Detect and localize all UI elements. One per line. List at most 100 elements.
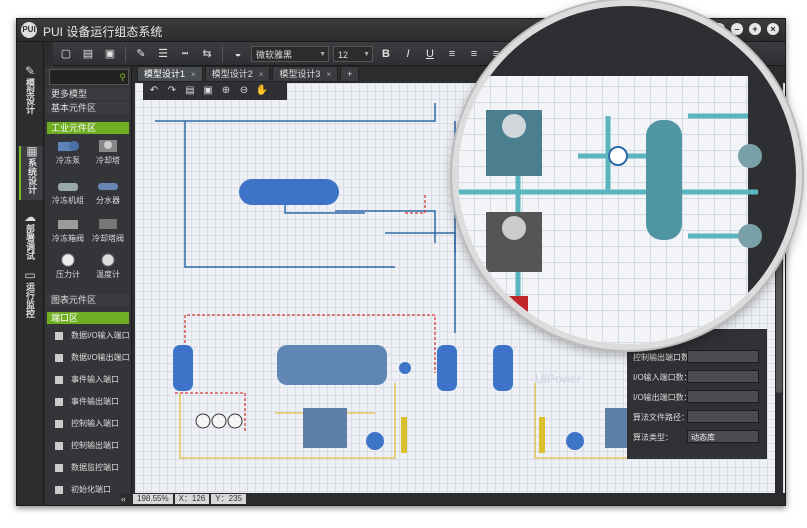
- section-more-models[interactable]: 更多模型: [47, 88, 129, 100]
- port-control-input[interactable]: 控制输入端口: [55, 418, 119, 429]
- redo-icon[interactable]: ↷: [167, 85, 177, 96]
- port-icon: [55, 419, 63, 428]
- port-icon: [55, 331, 63, 340]
- component-water-distributor[interactable]: 分水器: [91, 178, 125, 206]
- gauge-icon: [227, 413, 243, 429]
- tab-model-design-1[interactable]: 模型设计1 ×: [137, 66, 203, 82]
- close-icon[interactable]: ×: [191, 70, 196, 79]
- blue-pipes: [155, 103, 456, 333]
- component-cooling-tower[interactable]: 冷却塔: [91, 138, 125, 166]
- port-control-output[interactable]: 控制输出端口: [55, 440, 119, 451]
- sidebar-item-model-design[interactable]: ✎ 模型设计: [19, 64, 41, 118]
- sidebar-item-label: 模型设计: [25, 78, 35, 114]
- prop-select[interactable]: 动态库: [687, 430, 759, 443]
- vertical-tank: [173, 345, 193, 391]
- paste-icon[interactable]: ▣: [203, 85, 213, 96]
- prop-input[interactable]: [687, 390, 759, 403]
- align-left-icon[interactable]: ≡: [448, 47, 456, 60]
- close-icon[interactable]: ×: [258, 70, 264, 79]
- line-weight-icon[interactable]: ☰: [158, 47, 168, 60]
- component-chilled-valve[interactable]: 冷冻箱阀: [51, 216, 85, 244]
- close-icon[interactable]: ×: [326, 70, 332, 79]
- tab-label: 模型设计1: [144, 69, 186, 79]
- new-file-icon[interactable]: ▢: [60, 47, 72, 60]
- prop-label: 算法文件路径：: [633, 413, 689, 422]
- zoom-out-icon[interactable]: ⊖: [239, 85, 249, 96]
- font-family-value: 微软雅黑: [256, 49, 293, 60]
- app-logo: PUI: [21, 22, 37, 38]
- collapse-panel-icon[interactable]: «: [121, 494, 127, 504]
- bold-button[interactable]: B: [382, 47, 390, 60]
- magnified-toolbar: [458, 6, 796, 76]
- prop-label: I/O输入端口数：: [633, 373, 692, 382]
- arrow-style-icon[interactable]: ⇆: [202, 47, 212, 60]
- water-pump: [566, 432, 584, 450]
- component-chilled-pump[interactable]: 冷冻泵: [51, 138, 85, 166]
- sidebar-item-deploy[interactable]: ☁ 部署调试: [19, 211, 41, 266]
- port-event-input[interactable]: 事件输入端口: [55, 374, 119, 385]
- component-panel: ⚲ 更多模型 基本元件区 工业元件区 冷冻泵 冷却塔 冷冻机组 分水器 冷冻箱阀…: [45, 66, 132, 505]
- font-size-value: 12: [338, 49, 349, 60]
- prop-input[interactable]: [687, 370, 759, 383]
- font-family-select[interactable]: 微软雅黑▼: [251, 45, 329, 62]
- tab-model-design-2[interactable]: 模型设计2×: [204, 66, 271, 82]
- open-folder-icon[interactable]: ▤: [82, 47, 94, 60]
- zoom-level: 198.55%: [133, 494, 173, 504]
- heat-exchanger-tank: [239, 179, 339, 205]
- zoom-in-icon[interactable]: ⊕: [221, 85, 231, 96]
- distributor-icon: [98, 183, 118, 190]
- section-basic-components[interactable]: 基本元件区: [47, 102, 129, 114]
- undo-icon[interactable]: ↶: [149, 85, 159, 96]
- model-icon: ✎: [24, 64, 36, 78]
- component-label: 冷冻箱阀: [52, 234, 84, 243]
- pump-icon: [738, 224, 762, 248]
- port-data-io-output[interactable]: 数据I/O输出端口: [55, 352, 130, 363]
- section-chart-components[interactable]: 图表元件区: [47, 294, 129, 306]
- fill-color-icon[interactable]: ◒: [234, 47, 242, 60]
- sidebar-item-monitor[interactable]: ▭ 运行监控: [19, 268, 41, 326]
- sidebar-item-system-design[interactable]: ▦ 系统设计: [19, 145, 43, 200]
- line-dash-icon[interactable]: ┅: [181, 47, 189, 60]
- add-tab-button[interactable]: +: [340, 66, 360, 82]
- vertical-tank: [493, 345, 513, 391]
- port-event-output[interactable]: 事件输出端口: [55, 396, 119, 407]
- component-thermometer[interactable]: 温度计: [91, 252, 125, 280]
- port-label: 数据I/O输出端口: [71, 353, 130, 362]
- valve-icon: [99, 219, 117, 229]
- line-style-icon[interactable]: ✎: [136, 47, 146, 60]
- port-data-monitor[interactable]: 数据监控端口: [55, 462, 119, 473]
- monitor-icon: ▭: [24, 268, 36, 282]
- port-data-io-input[interactable]: 数据I/O输入端口: [55, 330, 130, 341]
- port-initialize[interactable]: 初始化端口: [55, 484, 111, 495]
- app-title: PUI 设备运行组态系统: [43, 25, 163, 39]
- component-search-input[interactable]: ⚲: [49, 69, 129, 85]
- thermometer-icon: [101, 253, 115, 267]
- italic-button[interactable]: I: [406, 47, 410, 60]
- save-icon[interactable]: ▣: [104, 47, 116, 60]
- prop-input[interactable]: [687, 410, 759, 423]
- port-icon: [55, 485, 63, 494]
- port-icon: [55, 375, 63, 384]
- port-label: 初始化端口: [71, 485, 111, 494]
- component-pressure-gauge[interactable]: 压力计: [51, 252, 85, 280]
- copy-icon[interactable]: ▤: [185, 85, 195, 96]
- component-label: 分水器: [96, 196, 120, 205]
- sidebar-item-label: 运行监控: [25, 282, 35, 318]
- port-icon: [55, 441, 63, 450]
- chiller-unit: [277, 345, 387, 385]
- prop-input[interactable]: [687, 350, 759, 363]
- sidebar-item-label: 部署调试: [25, 224, 35, 260]
- document-tabs: 模型设计1 × 模型设计2× 模型设计3× +: [137, 66, 360, 82]
- tab-model-design-3[interactable]: 模型设计3×: [272, 66, 339, 82]
- component-tower-valve[interactable]: 冷却塔阀: [91, 216, 125, 244]
- prop-io-input-count: I/O输入端口数：: [627, 369, 767, 385]
- section-industrial-components[interactable]: 工业元件区: [47, 122, 129, 134]
- port-label: 控制输入端口: [71, 419, 119, 428]
- component-chiller-unit[interactable]: 冷冻机组: [51, 178, 85, 206]
- underline-button[interactable]: U: [426, 47, 434, 60]
- section-port-area[interactable]: 端口区: [47, 312, 129, 324]
- gauge-icon: [211, 413, 227, 429]
- pan-hand-icon[interactable]: ✋: [255, 85, 269, 96]
- gauge-icon: [608, 146, 628, 166]
- font-size-select[interactable]: 12▼: [333, 45, 373, 62]
